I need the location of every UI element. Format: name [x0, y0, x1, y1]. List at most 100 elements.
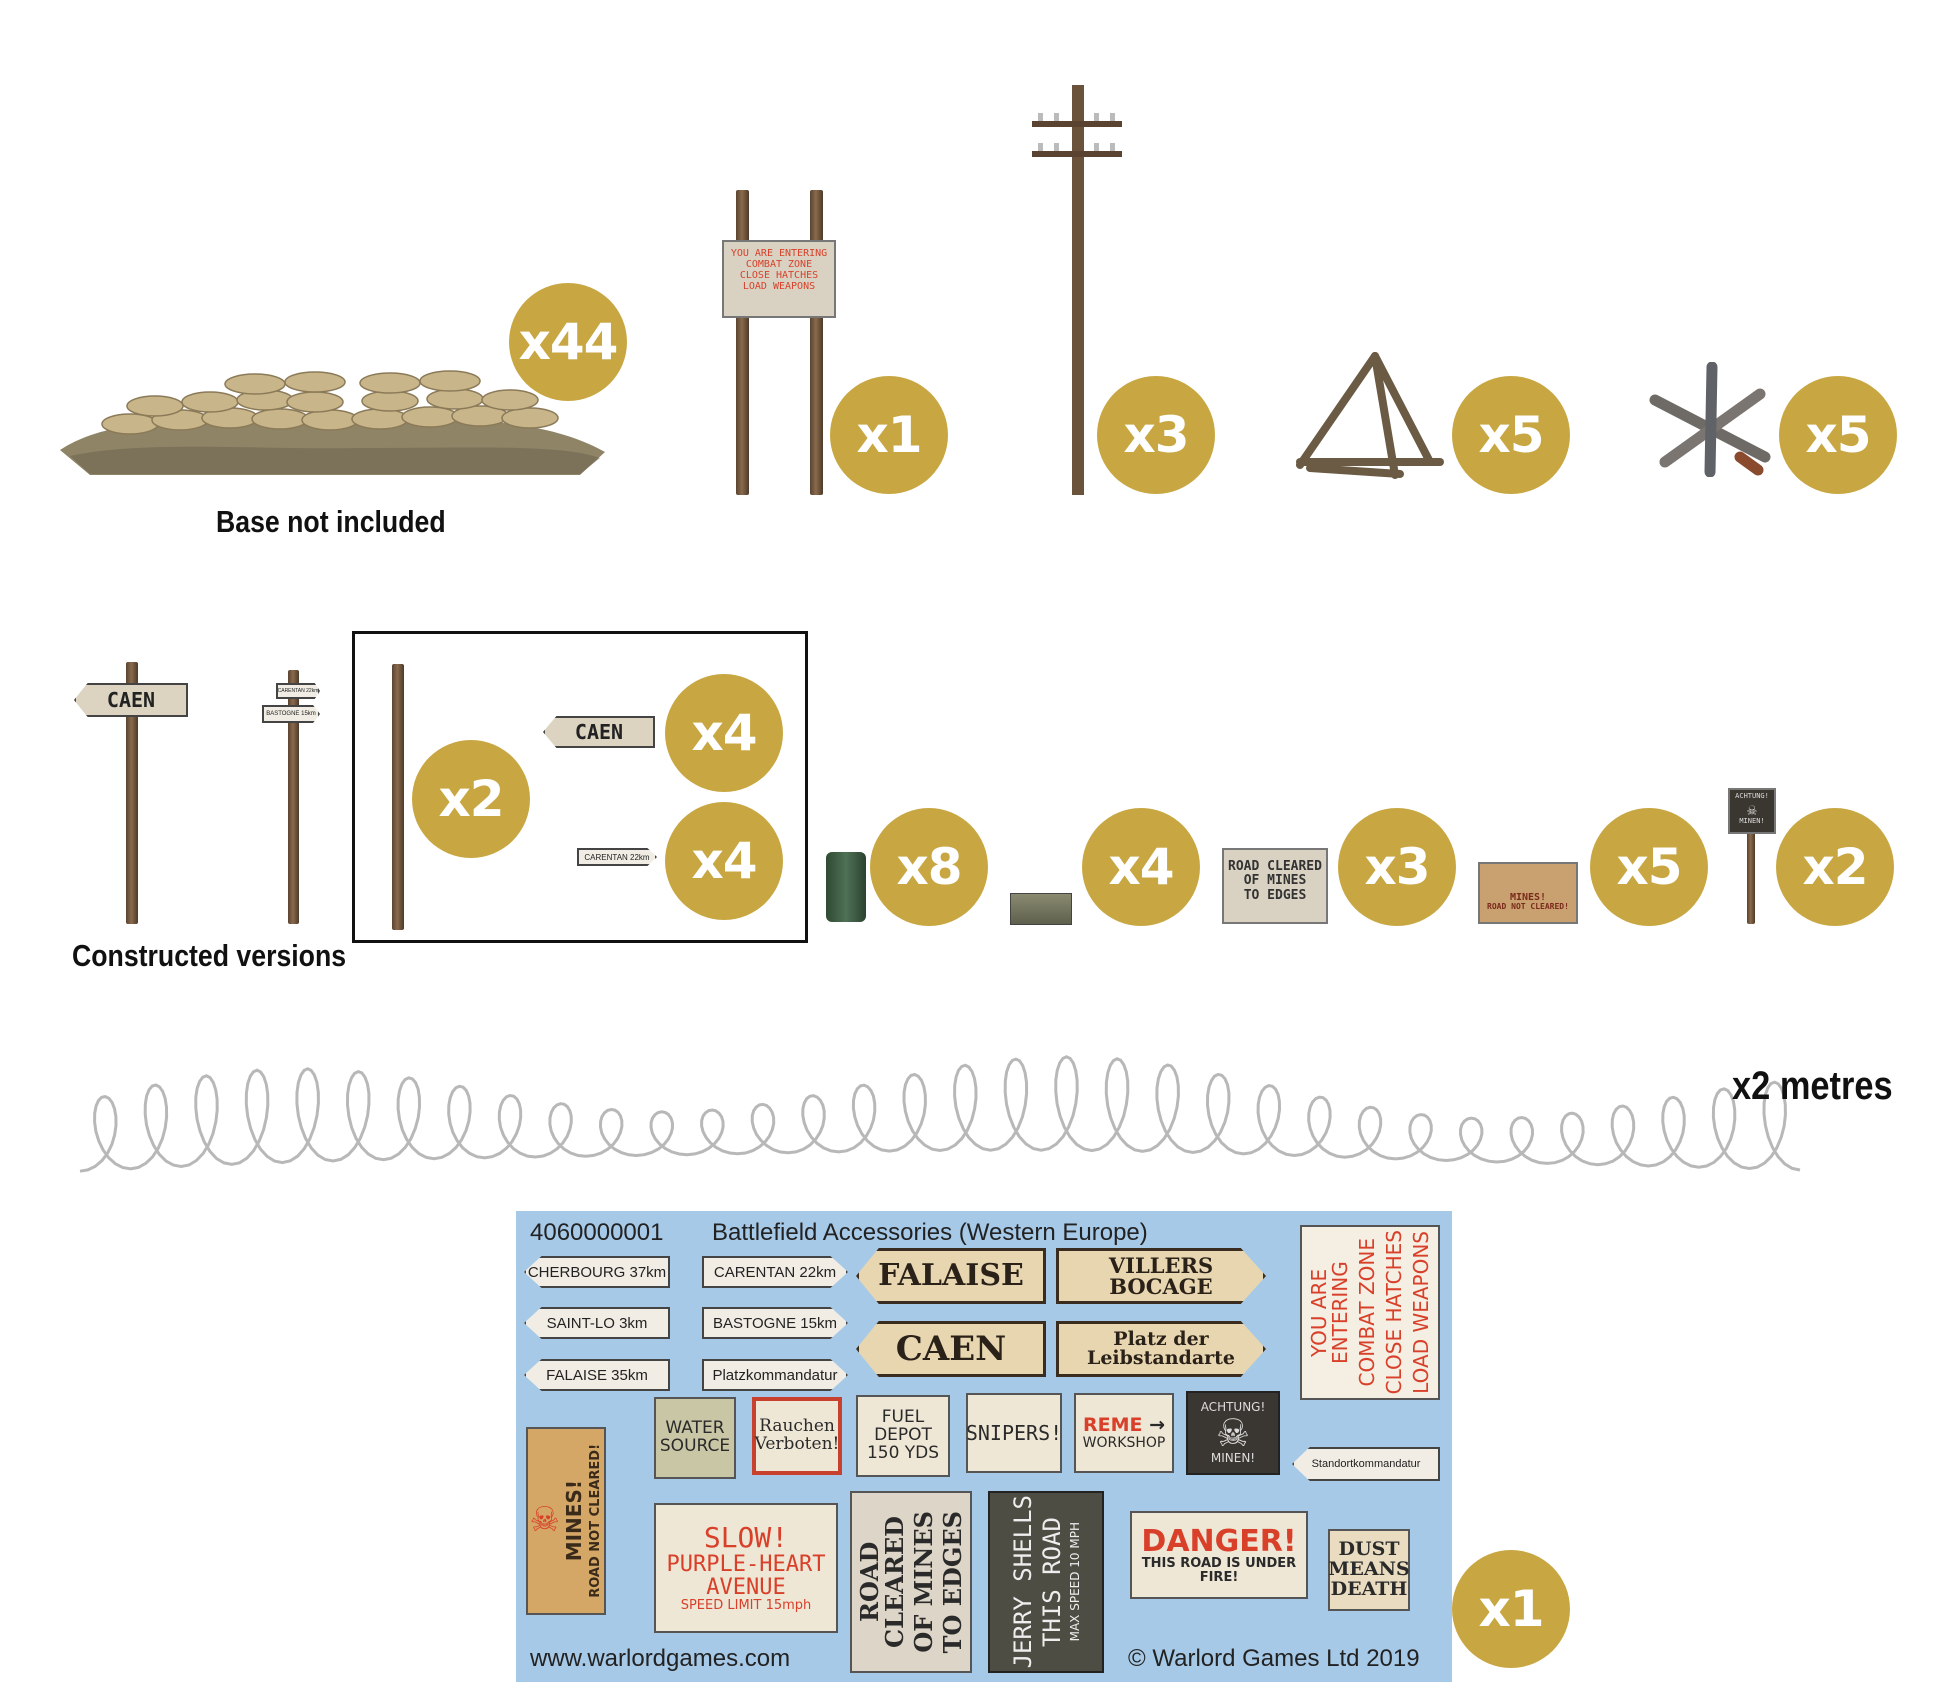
decal-combat-zone-vertical: YOU ARE ENTERING COMBAT ZONE CLOSE HATCH… [1300, 1225, 1440, 1400]
barbed-wire-graphic [79, 1055, 1801, 1173]
decal-mines-text: MINES! [561, 1480, 586, 1562]
decal-road-not-cleared: ROAD NOT CLEARED! [587, 1444, 603, 1598]
road-cleared-line-3: TO EDGES [1243, 887, 1307, 903]
czech-hedgehog-model [1640, 361, 1780, 478]
hedgehog-quantity-badge: x5 [1779, 376, 1897, 494]
signpost-arm-bottom: BASTOGNE 15km [262, 705, 320, 723]
sandbag-wall-graphic [60, 370, 605, 475]
constructed-versions-caption: Constructed versions [72, 938, 347, 973]
small-arrow-quantity-badge: x4 [665, 802, 783, 920]
telegraph-pole-graphic [1032, 85, 1122, 495]
decal-caen-big: CAEN [856, 1321, 1046, 1377]
caen-arrow-part: CAEN [543, 716, 655, 748]
decal-danger-text: DANGER! [1141, 1523, 1297, 1559]
decal-sheet: 4060000001 Battlefield Accessories (West… [516, 1211, 1452, 1682]
decal-sheet-copyright: © Warlord Games Ltd 2019 [1128, 1645, 1420, 1672]
road-cleared-line-1: ROAD CLEARED [1228, 859, 1322, 874]
barbed-wire-path [79, 1055, 1801, 1173]
decal-jerry-line-3: MAX SPEED 10 MPH [1067, 1522, 1082, 1642]
combat-zone-signboard: YOU ARE ENTERING COMBAT ZONE CLOSE HATCH… [722, 240, 836, 318]
decal-reme-row: REME → [1082, 1413, 1166, 1436]
road-cleared-sign-model: ROAD CLEARED OF MINES TO EDGES [1222, 848, 1328, 924]
achtung-sign-quantity-badge: x2 [1776, 808, 1894, 926]
decal-road-cleared-line-3: TO EDGES [938, 1510, 968, 1654]
decal-rauchen-verboten: Rauchen Verboten! [752, 1397, 842, 1475]
bare-pole-quantity-badge: x2 [412, 740, 530, 858]
caen-signpost-arrow: CAEN [74, 683, 188, 717]
decal-sheet-code: 4060000001 [530, 1219, 664, 1246]
road-cleared-line-2: OF MINES [1243, 873, 1307, 889]
decal-workshop: WORKSHOP [1082, 1434, 1166, 1451]
decal-vertical-line-1: YOU ARE ENTERING [1306, 1261, 1352, 1364]
decal-danger: DANGER! THIS ROAD IS UNDER FIRE! [1130, 1511, 1308, 1599]
right-arrow-icon: → [1149, 1413, 1166, 1436]
signboard-quantity-badge: x1 [830, 376, 948, 494]
bare-pole [392, 664, 404, 930]
decal-speed-limit: SPEED LIMIT 15mph [680, 1597, 812, 1613]
caen-signpost-pole [126, 662, 138, 924]
decal-platz-leibstandarte: Platz der Leibstandarte [1056, 1321, 1266, 1377]
signboard-line-2: COMBAT ZONE [745, 259, 813, 270]
decal-achtung-minen: ACHTUNG! ☠ MINEN! [1186, 1391, 1280, 1475]
decal-achtung-text: ACHTUNG! [1200, 1400, 1266, 1415]
decal-jerry-line-2: THIS ROAD [1037, 1516, 1066, 1648]
base-not-included-caption: Base not included [216, 504, 446, 539]
small-arrow-part: CARENTAN 22km [577, 848, 657, 866]
ammo-crate-quantity-badge: x4 [1082, 808, 1200, 926]
sandbag-wall-model [60, 370, 608, 480]
decal-falaise-big: FALAISE [856, 1248, 1046, 1304]
mines-sign-model: MINES! ROAD NOT CLEARED! [1478, 862, 1578, 924]
telegraph-pole-model [1028, 85, 1128, 497]
czech-hedgehog-graphic [1649, 361, 1771, 478]
decal-platzkommandatur: Platzkommandatur [702, 1359, 848, 1391]
mines-sign-line-2: ROAD NOT CLEARED! [1487, 902, 1569, 911]
decal-skull-icon: ☠ [1215, 1411, 1251, 1455]
decal-reme: REME [1082, 1413, 1143, 1436]
decal-cherbourg: CHERBOURG 37km [524, 1256, 670, 1288]
decal-road-cleared-line-1: ROAD CLEARED [854, 1516, 909, 1648]
decal-under-fire-text: THIS ROAD IS UNDER FIRE! [1141, 1556, 1297, 1585]
decal-road-cleared-vertical: ROAD CLEARED OF MINES TO EDGES [850, 1491, 972, 1673]
decal-saint-lo: SAINT-LO 3km [524, 1307, 670, 1339]
achtung-sign-model: ACHTUNG! ☠ MINEN! [1728, 788, 1776, 834]
decal-carentan: CARENTAN 22km [702, 1256, 848, 1288]
decal-snipers: SNIPERS! [966, 1393, 1062, 1473]
barbed-wire-coil [70, 1050, 1890, 1220]
sandbag-quantity-badge: x44 [509, 283, 627, 401]
caen-arrow-quantity-badge: x4 [665, 674, 783, 792]
signboard-post-right [810, 190, 823, 495]
decal-minen-text: MINEN! [1210, 1451, 1256, 1465]
decal-purple-heart: PURPLE-HEART [666, 1551, 826, 1577]
decal-jerry-shells: JERRY SHELLS THIS ROAD MAX SPEED 10 MPH [988, 1491, 1104, 1673]
decal-road-cleared-line-2: OF MINES [909, 1511, 938, 1653]
mines-sign-line-1: MINES! [1509, 892, 1547, 903]
decal-sheet-quantity-badge: x1 [1452, 1550, 1570, 1668]
achtung-sign-line-2: MINEN! [1739, 817, 1765, 826]
decal-sheet-website: www.warlordgames.com [530, 1645, 791, 1672]
decal-mines-skull-icon: ☠ [529, 1500, 560, 1541]
telegraph-pole-quantity-badge: x3 [1097, 376, 1215, 494]
decal-sheet-title: Battlefield Accessories (Western Europe) [712, 1219, 1148, 1246]
signpost-arm-top: CARENTAN 22km [276, 683, 320, 699]
mines-sign-quantity-badge: x5 [1590, 808, 1708, 926]
wire-quantity-caption: x2 metres [1732, 1064, 1893, 1108]
decal-vertical-line-3: CLOSE HATCHES [1381, 1230, 1406, 1395]
decal-water-source: WATER SOURCE [654, 1397, 736, 1479]
decal-falaise-small: FALAISE 35km [524, 1359, 670, 1391]
signboard-post-left [736, 190, 749, 495]
decal-vertical-line-2: COMBAT ZONE [1354, 1238, 1379, 1387]
separate-parts-box: x2 CAEN x4 CARENTAN 22km x4 [352, 631, 808, 943]
road-cleared-quantity-badge: x3 [1338, 808, 1456, 926]
achtung-sign-line-1: ACHTUNG! [1735, 792, 1769, 800]
decal-standortkommandatur: Standortkommandatur [1292, 1447, 1440, 1481]
decal-jerry-line-1: JERRY SHELLS [1008, 1495, 1037, 1669]
decal-slow: SLOW! [703, 1521, 789, 1555]
skull-icon: ☠ [1747, 799, 1757, 819]
fuel-drum-model [826, 852, 866, 922]
decal-villers-bocage: VILLERS BOCAGE [1056, 1248, 1266, 1304]
decal-bastogne: BASTOGNE 15km [702, 1307, 848, 1339]
achtung-sign-post [1747, 820, 1755, 924]
tripod-quantity-badge: x5 [1452, 376, 1570, 494]
decal-avenue: AVENUE [706, 1574, 786, 1600]
fuel-drum-quantity-badge: x8 [870, 808, 988, 926]
